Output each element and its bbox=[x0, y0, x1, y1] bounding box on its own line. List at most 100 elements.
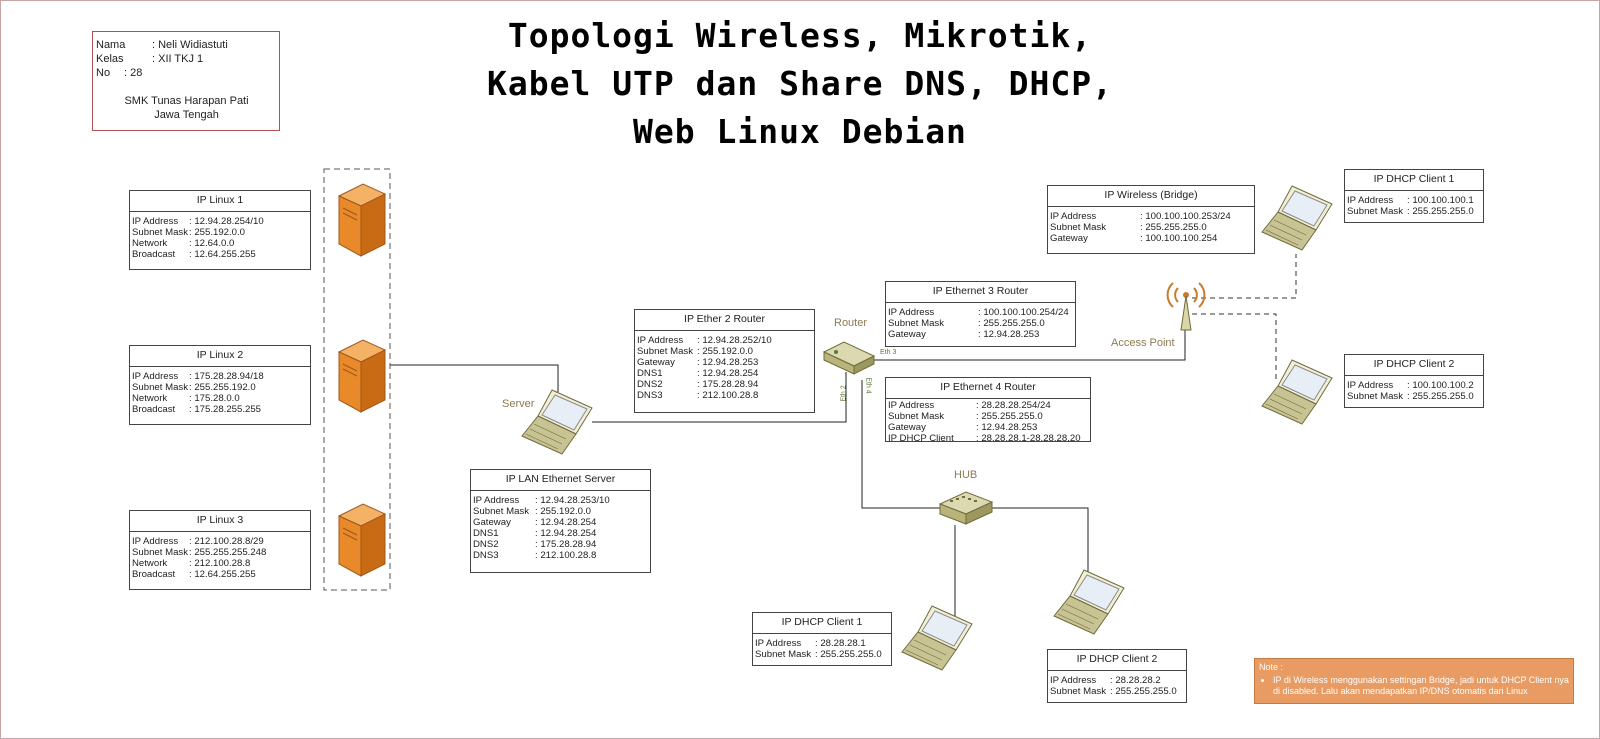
row-value: : 12.94.28.254 bbox=[535, 517, 597, 528]
row-key: Subnet Mask bbox=[132, 382, 188, 393]
row-key: DNS3 bbox=[637, 390, 663, 401]
row-value: : 255.255.255.248 bbox=[189, 547, 267, 558]
wireless-dhcp-client1-box: IP DHCP Client 1 IP Address: 100.100.100… bbox=[1344, 169, 1484, 223]
row-key: IP Address bbox=[637, 335, 684, 346]
row-key: Network bbox=[132, 393, 168, 404]
row-key: Broadcast bbox=[132, 249, 176, 260]
ip-linux1-box: IP Linux 1 IP Address: 12.94.28.254/10 S… bbox=[129, 190, 311, 270]
server-group-outline bbox=[323, 168, 391, 591]
row-value: : 28.28.28.254/24 bbox=[976, 400, 1051, 411]
row-value: : 255.255.255.0 bbox=[1407, 391, 1474, 402]
ip-linux2-box: IP Linux 2 IP Address: 175.28.28.94/18 S… bbox=[129, 345, 311, 425]
wireless-client1-laptop-icon bbox=[1261, 185, 1333, 251]
access-point-label: Access Point bbox=[1111, 337, 1175, 349]
row-value: : 12.64.255.255 bbox=[189, 249, 256, 260]
nama-value: : Neli Widiastuti bbox=[152, 39, 228, 51]
row-key: DNS3 bbox=[473, 550, 499, 561]
row-value: : 100.100.100.253/24 bbox=[1140, 211, 1231, 222]
row-value: : 28.28.28.1 bbox=[815, 638, 866, 649]
row-value: : 175.28.28.94/18 bbox=[189, 371, 264, 382]
row-value: : 12.94.28.254/10 bbox=[189, 216, 264, 227]
row-key: Gateway bbox=[637, 357, 675, 368]
linux2-server-icon bbox=[337, 339, 387, 413]
box-title: IP DHCP Client 2 bbox=[1345, 355, 1483, 376]
eth2-port-label: Eth 2 bbox=[840, 385, 848, 402]
row-value: : 255.255.255.0 bbox=[976, 411, 1043, 422]
kelas-label: Kelas bbox=[96, 53, 124, 65]
link-router-to-hub bbox=[861, 380, 942, 509]
row-key: IP Address bbox=[132, 371, 179, 382]
eth3-port-label: Eth 3 bbox=[880, 349, 897, 356]
note-box: Note : IP di Wireless menggunakan settin… bbox=[1254, 658, 1574, 704]
row-value: : 255.192.0.0 bbox=[535, 506, 592, 517]
box-title: IP Ethernet 3 Router bbox=[886, 282, 1075, 303]
page-title: Topologi Wireless, Mikrotik, Kabel UTP d… bbox=[480, 12, 1120, 156]
access-point-icon bbox=[1166, 282, 1206, 331]
row-value: : 175.28.28.94 bbox=[697, 379, 759, 390]
kelas-value: : XII TKJ 1 bbox=[152, 53, 204, 65]
title-line-3: Web Linux Debian bbox=[633, 112, 967, 151]
link-hub-to-client2 bbox=[990, 507, 1089, 572]
box-title: IP DHCP Client 1 bbox=[1345, 170, 1483, 191]
identity-box: Nama: Neli Widiastuti Kelas: XII TKJ 1 N… bbox=[92, 31, 280, 131]
row-key: IP Address bbox=[888, 400, 935, 411]
row-value: : 100.100.100.2 bbox=[1407, 380, 1474, 391]
row-value: : 12.64.255.255 bbox=[189, 569, 256, 580]
row-value: : 175.28.255.255 bbox=[189, 404, 262, 415]
row-key: DNS2 bbox=[473, 539, 499, 550]
school-line-2: Jawa Tengah bbox=[154, 109, 219, 121]
ip-linux3-box: IP Linux 3 IP Address: 212.100.28.8/29 S… bbox=[129, 510, 311, 590]
row-value: : 255.255.255.0 bbox=[815, 649, 882, 660]
ip-ether2-router-box: IP Ether 2 Router IP Address: 12.94.28.2… bbox=[634, 309, 815, 413]
row-key: Network bbox=[132, 238, 168, 249]
eth4-port-label: Eth 4 bbox=[864, 377, 872, 394]
row-value: : 212.100.28.8 bbox=[535, 550, 597, 561]
title-line-2: Kabel UTP dan Share DNS, DHCP, bbox=[486, 64, 1114, 103]
row-key: Gateway bbox=[888, 329, 926, 340]
row-key: IP Address bbox=[1347, 195, 1394, 206]
row-key: DNS2 bbox=[637, 379, 663, 390]
hub-icon bbox=[938, 491, 994, 525]
row-key: IP Address bbox=[473, 495, 520, 506]
hub-label: HUB bbox=[954, 469, 978, 481]
row-value: : 12.94.28.253 bbox=[976, 422, 1038, 433]
row-value: : 12.94.28.254 bbox=[697, 368, 759, 379]
link-router-to-ap bbox=[872, 330, 1186, 361]
box-title: IP DHCP Client 1 bbox=[753, 613, 891, 634]
row-value: : 12.64.0.0 bbox=[189, 238, 235, 249]
row-value: : 175.28.28.94 bbox=[535, 539, 597, 550]
row-key: Subnet Mask bbox=[132, 227, 188, 238]
row-value: : 100.100.100.254 bbox=[1140, 233, 1218, 244]
school-name: SMK Tunas Harapan Pati Jawa Tengah bbox=[96, 94, 277, 122]
row-value: : 12.94.28.253 bbox=[978, 329, 1040, 340]
row-key: Subnet Mask bbox=[1347, 391, 1403, 402]
row-value: : 212.100.28.8 bbox=[697, 390, 759, 401]
row-key: Network bbox=[132, 558, 168, 569]
router-icon bbox=[822, 341, 876, 375]
row-key: DNS1 bbox=[473, 528, 499, 539]
box-title: IP Wireless (Bridge) bbox=[1048, 186, 1254, 207]
server-laptop-icon bbox=[521, 389, 593, 455]
wireless-link-client1 bbox=[1192, 254, 1297, 299]
server-label: Server bbox=[502, 398, 535, 410]
wireless-dhcp-client2-box: IP DHCP Client 2 IP Address: 100.100.100… bbox=[1344, 354, 1484, 408]
linux3-server-icon bbox=[337, 503, 387, 577]
row-key: DNS1 bbox=[637, 368, 663, 379]
box-title: IP Linux 3 bbox=[130, 511, 310, 532]
hub-dhcp-client2-box: IP DHCP Client 2 IP Address: 28.28.28.2 … bbox=[1047, 649, 1187, 703]
title-line-1: Topologi Wireless, Mikrotik, bbox=[507, 16, 1093, 55]
link-linux-to-server bbox=[390, 364, 559, 392]
row-key: Subnet Mask bbox=[888, 411, 944, 422]
row-key: Subnet Mask bbox=[1347, 206, 1403, 217]
box-title: IP Linux 1 bbox=[130, 191, 310, 212]
row-key: IP Address bbox=[888, 307, 935, 318]
row-key: IP Address bbox=[1050, 211, 1097, 222]
wireless-link-client2 bbox=[1192, 313, 1277, 382]
row-key: Broadcast bbox=[132, 569, 176, 580]
note-heading: Note : bbox=[1259, 662, 1284, 672]
school-line-1: SMK Tunas Harapan Pati bbox=[124, 95, 249, 107]
box-title: IP Ethernet 4 Router bbox=[886, 378, 1090, 399]
hub-client1-laptop-icon bbox=[901, 605, 973, 671]
